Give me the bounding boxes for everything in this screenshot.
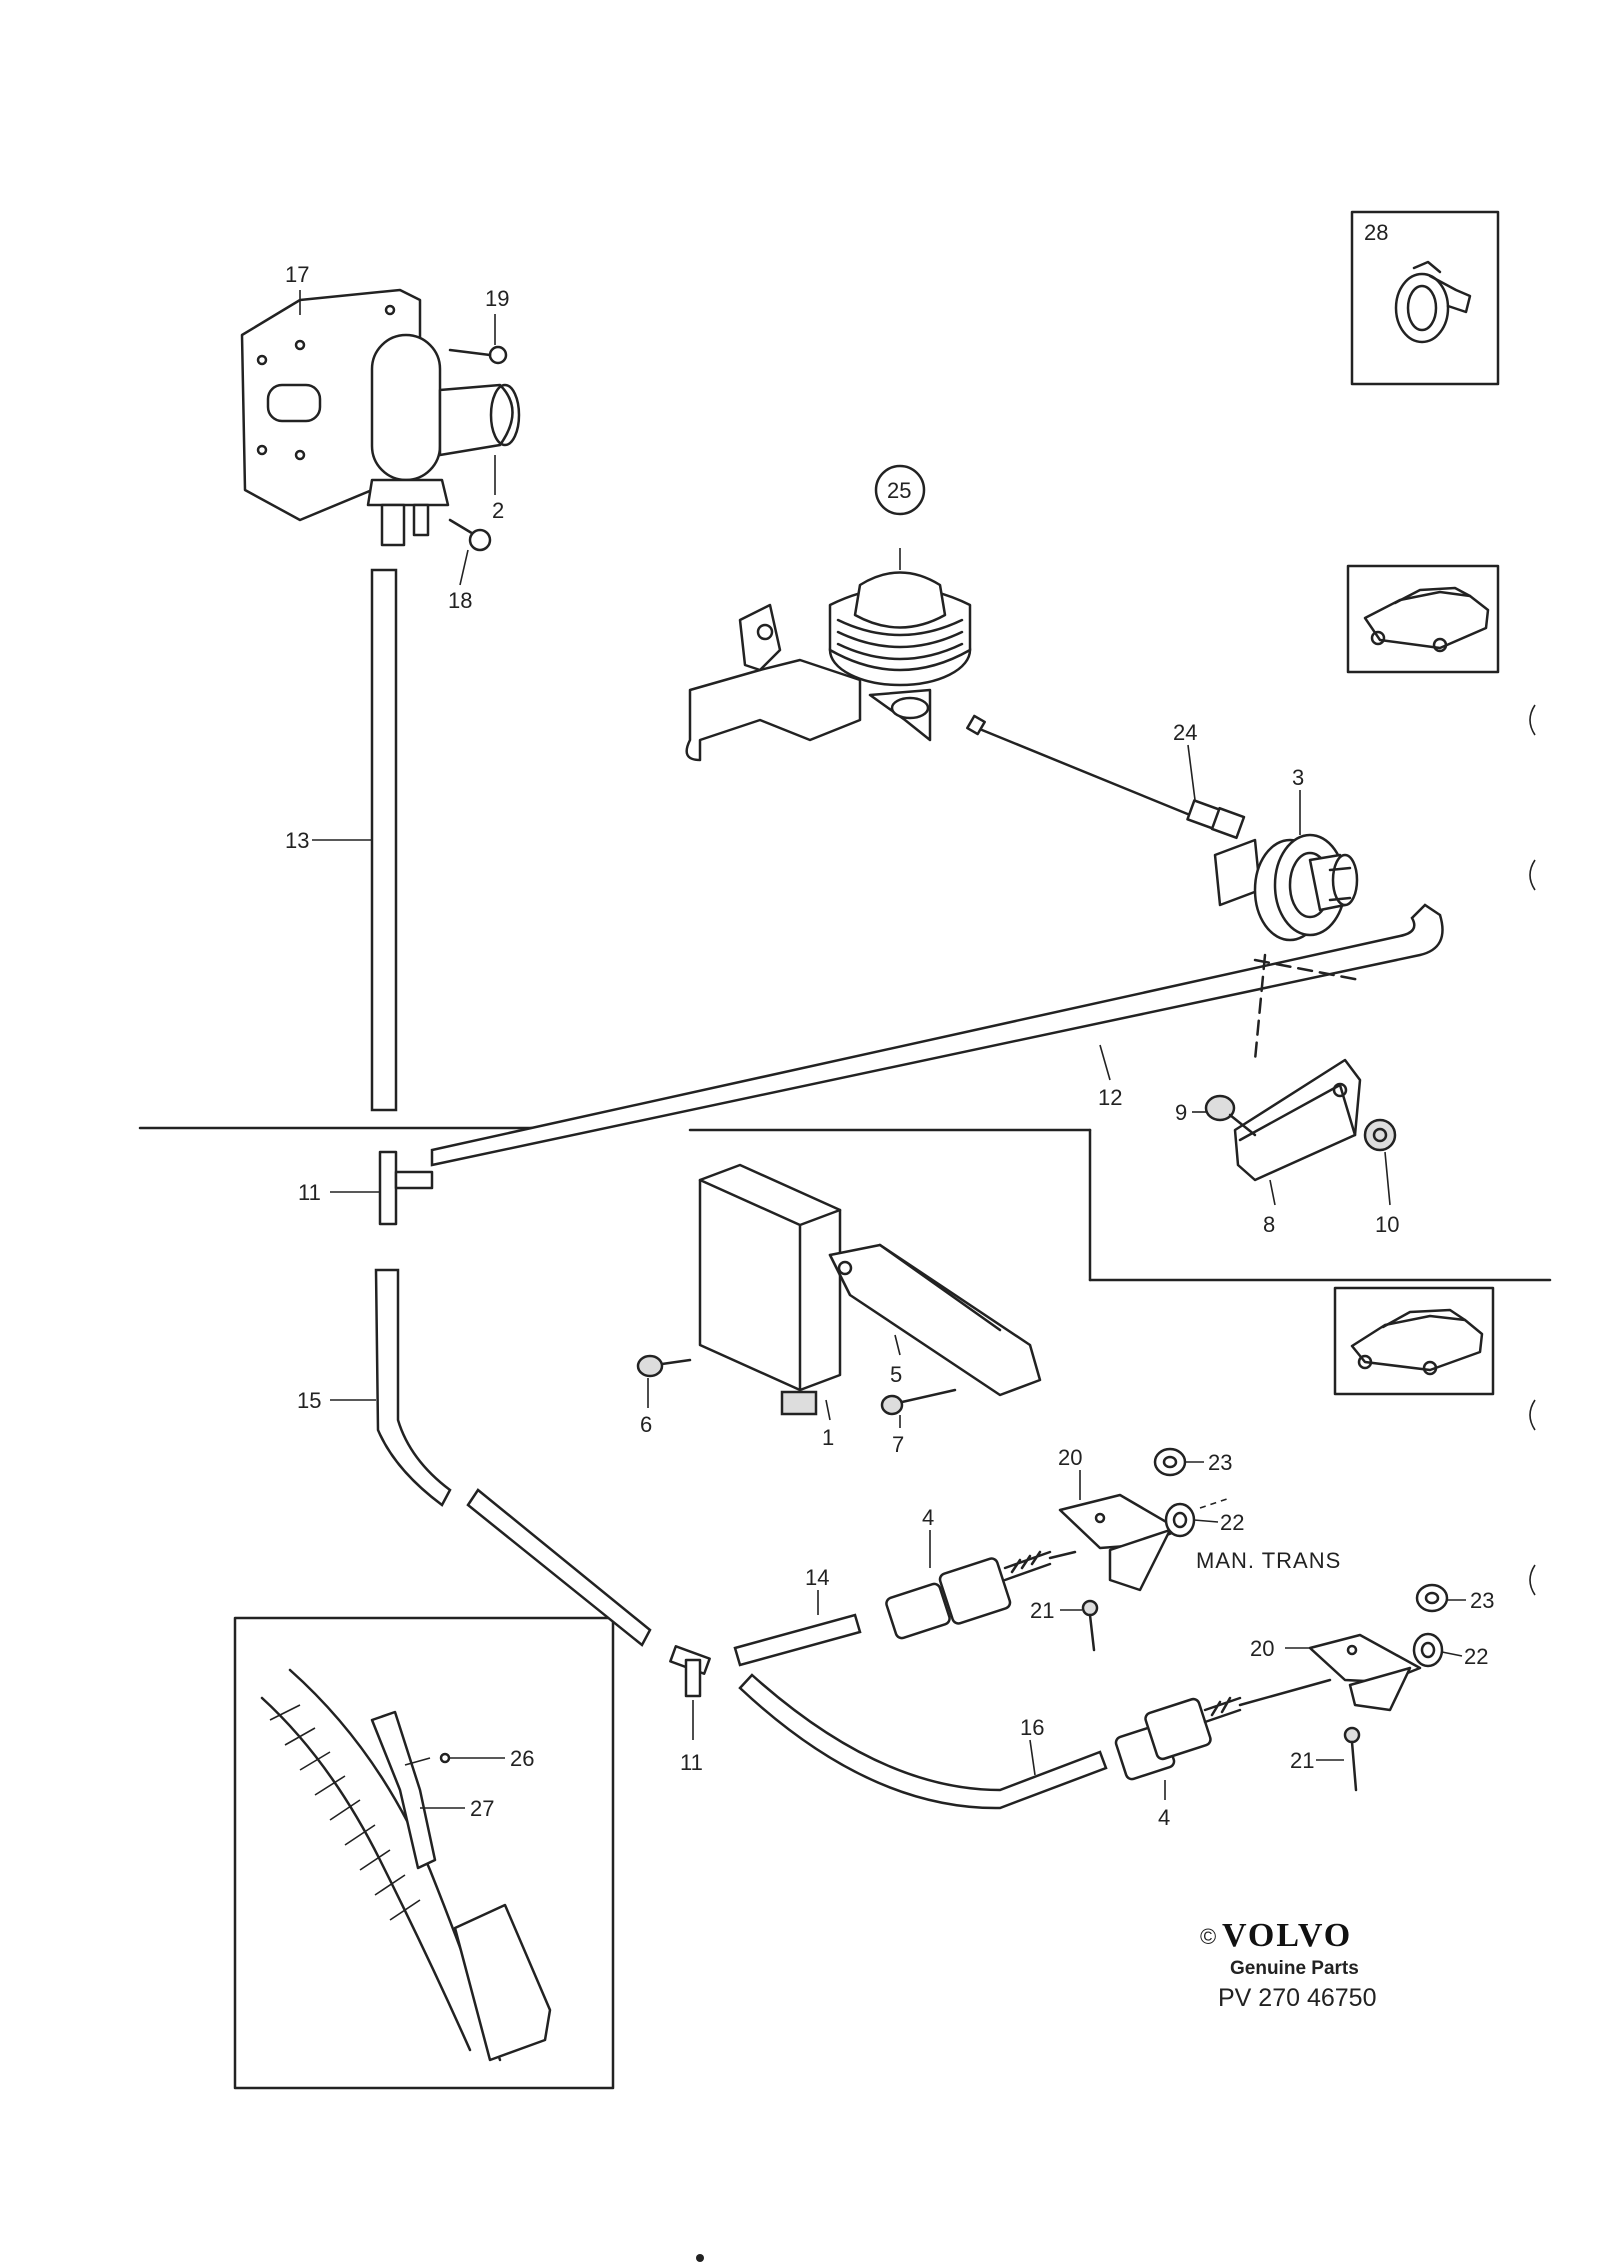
label-28: 28 [1364,220,1388,245]
label-10: 10 [1375,1212,1399,1237]
clip-icon [1394,260,1472,344]
section-divider [138,1126,1552,1282]
label-1: 1 [822,1425,834,1450]
man-trans-note: MAN. TRANS [1196,1548,1341,1573]
screw-7 [880,1388,957,1428]
label-26: 26 [510,1746,534,1771]
hose-16 [738,1673,1108,1810]
label-24: 24 [1173,720,1197,745]
bracket-20-man-trans [1058,1470,1182,1592]
pedal-inset-box: 26 27 [233,1616,615,2090]
label-13: 13 [285,828,309,853]
hose-13 [312,568,398,1112]
vacuum-servo-3 [1213,790,1362,1062]
label-20-upper: 20 [1058,1445,1082,1470]
label-21-lower: 21 [1290,1748,1314,1773]
switch-4-man-trans [885,1530,1077,1640]
control-unit-1 [698,1163,842,1421]
bracket-20-lower [1285,1633,1422,1712]
label-5: 5 [890,1362,902,1387]
label-14: 14 [805,1565,829,1590]
label-9: 9 [1175,1100,1187,1125]
bracket-8 [1233,1058,1362,1206]
label-27: 27 [470,1796,494,1821]
label-6: 6 [640,1412,652,1437]
margin-marks [696,704,1536,2262]
pedal-inset [260,1668,552,2062]
t-connector-lower [669,1645,711,1740]
copyright-symbol: © [1200,1924,1216,1949]
brand-name: VOLVO [1222,1917,1352,1954]
car-sedan-icon [1363,586,1490,653]
t-connector-upper [330,1150,434,1226]
car-icon-box-1 [1346,564,1500,674]
hose-15 [330,1268,652,1647]
brand-block: © VOLVO Genuine Parts PV 270 46750 [1200,1917,1376,2012]
screw-21-upper [1060,1599,1099,1652]
screw-21-lower [1316,1726,1361,1792]
label-23-lower: 23 [1470,1588,1494,1613]
hose-12 [430,903,1444,1167]
label-7: 7 [892,1432,904,1457]
car-sedan-icon [1350,1308,1484,1376]
label-21-upper: 21 [1030,1598,1054,1623]
screw-6 [636,1354,692,1408]
label-19: 19 [485,286,509,311]
label-4-upper: 4 [922,1505,934,1530]
part-number: PV 270 46750 [1218,1984,1376,2012]
label-12: 12 [1098,1085,1122,1110]
clip-box: 28 [1350,210,1500,386]
label-25: 25 [887,478,911,503]
hose-14 [733,1590,862,1667]
label-11-upper: 11 [298,1180,321,1205]
label-8: 8 [1263,1212,1275,1237]
label-18: 18 [448,588,472,613]
cable-24 [966,714,1246,840]
label-4-lower: 4 [1158,1805,1170,1830]
car-icon-box-2 [1333,1286,1495,1396]
label-11-lower: 11 [680,1750,703,1775]
washer-23-lower [1415,1583,1466,1613]
label-22-lower: 22 [1464,1644,1488,1669]
label-25-circle: 25 [874,464,926,516]
bracket-5 [828,1243,1042,1397]
label-23-upper: 23 [1208,1450,1232,1475]
washer-23-upper [1153,1447,1204,1477]
label-22-upper: 22 [1220,1510,1244,1535]
label-3: 3 [1292,765,1304,790]
nut-10 [1363,1118,1397,1206]
label-17: 17 [285,262,309,287]
label-20-lower: 20 [1250,1636,1274,1661]
switch-4-lower [1114,1678,1332,1800]
brand-subtitle: Genuine Parts [1230,1958,1359,1979]
label-16: 16 [1020,1715,1044,1740]
vacuum-pump-assembly [240,288,521,552]
label-2: 2 [492,498,504,523]
screw-9 [1192,1094,1257,1137]
actuator-25 [685,548,972,762]
label-15: 15 [297,1388,321,1413]
nut-22-upper [1164,1497,1231,1538]
nut-22-lower [1412,1632,1463,1668]
